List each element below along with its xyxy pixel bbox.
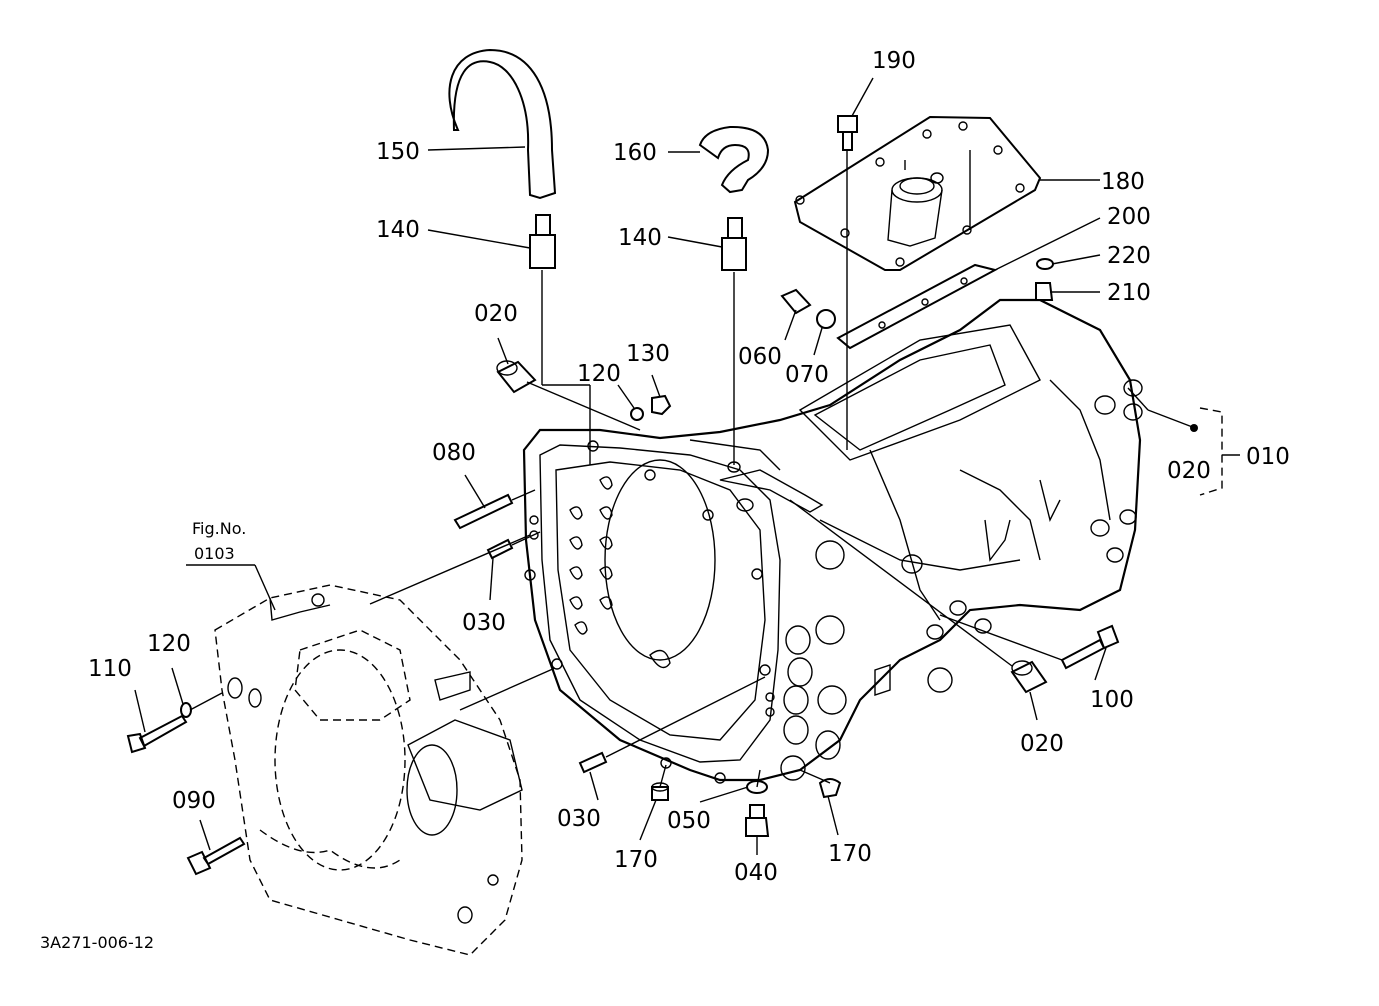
plug-040	[745, 804, 770, 837]
callout-210: 210	[1107, 280, 1151, 306]
leader-lines	[134, 77, 1240, 855]
callout-080: 080	[432, 440, 476, 466]
nut-center	[651, 394, 672, 416]
callout-110: 110	[88, 656, 132, 682]
fig-ref-label: Fig.No.	[192, 519, 246, 538]
callout-200: 200	[1107, 204, 1151, 230]
plug-left	[651, 786, 669, 801]
callout-090: 090	[172, 788, 216, 814]
stud-080	[453, 493, 514, 530]
callout-130: 130	[626, 341, 670, 367]
bolt-090	[186, 836, 246, 876]
callout-170-left: 170	[614, 847, 658, 873]
washer-center	[630, 407, 644, 421]
bushing-top	[496, 360, 537, 394]
callout-140-right: 140	[618, 225, 662, 251]
callout-020-top: 020	[474, 301, 518, 327]
fitting-210	[1035, 282, 1054, 301]
callout-030-lower: 030	[557, 806, 601, 832]
callout-040: 040	[734, 860, 778, 886]
plug-right	[818, 778, 842, 799]
callout-030-upper: 030	[462, 610, 506, 636]
callout-060: 060	[738, 344, 782, 370]
pin-lower	[578, 751, 608, 774]
fig-ref-number: 0103	[194, 544, 235, 563]
top-cover-plate	[793, 115, 1042, 271]
callout-020-right: 020	[1167, 458, 1211, 484]
bolt-100	[1060, 624, 1120, 670]
breather-hose	[448, 48, 557, 200]
callout-070: 070	[785, 362, 829, 388]
washer-070	[816, 309, 836, 329]
bolt-110	[126, 714, 188, 754]
callout-120-left: 120	[147, 631, 191, 657]
callout-020-bottom: 020	[1020, 731, 1064, 757]
callout-220: 220	[1107, 243, 1151, 269]
callout-labels: 190 150 160 180 200 140 140 220 210 020 …	[40, 48, 1290, 952]
flywheel-housing	[214, 584, 523, 956]
callout-050: 050	[667, 808, 711, 834]
fitting-left	[529, 214, 556, 269]
callout-180: 180	[1101, 169, 1145, 195]
pin-upper	[486, 538, 514, 560]
callout-160: 160	[613, 140, 657, 166]
fitting-060	[780, 288, 812, 315]
callout-150: 150	[376, 139, 420, 165]
washer-220	[1036, 258, 1054, 270]
bolt-190	[837, 115, 858, 151]
gasket-strip	[836, 263, 998, 350]
callout-190: 190	[872, 48, 916, 74]
washer-left	[180, 702, 192, 718]
callout-170-right: 170	[828, 841, 872, 867]
callout-010: 010	[1246, 444, 1290, 470]
bushing-right	[1010, 660, 1048, 694]
callout-120-center: 120	[577, 361, 621, 387]
reference-dot	[1190, 424, 1198, 432]
drawing-id: 3A271-006-12	[40, 933, 154, 952]
callout-140-left: 140	[376, 217, 420, 243]
callout-100: 100	[1090, 687, 1134, 713]
fitting-right	[721, 217, 747, 271]
pipe-elbow	[698, 125, 770, 194]
transmission-case	[522, 298, 1143, 784]
